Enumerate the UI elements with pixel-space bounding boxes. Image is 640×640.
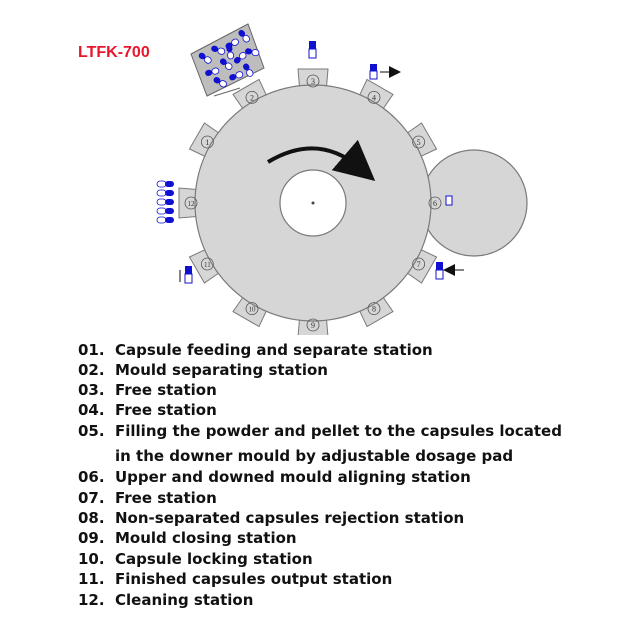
legend-text: Mould separating station xyxy=(115,361,328,379)
legend-number: 10. xyxy=(78,550,105,568)
capsule-icon xyxy=(198,52,212,64)
legend-text: Upper and downed mould aligning station xyxy=(115,468,471,486)
capsule-icon xyxy=(238,29,250,43)
legend-item: 11. Finished capsules output station xyxy=(78,570,392,588)
station-number: 2 xyxy=(250,93,254,102)
station-number: 12 xyxy=(188,200,196,208)
capsule-icon xyxy=(156,189,174,197)
station-number-circle xyxy=(306,74,320,88)
legend-item: in the downer mould by adjustable dosage… xyxy=(78,447,513,465)
capsule-icon xyxy=(226,45,235,60)
legend-number: 01. xyxy=(78,341,105,359)
station-number-circle xyxy=(245,90,259,104)
station-number: 4 xyxy=(372,93,376,102)
station-number-circle xyxy=(367,302,381,316)
rotation-arrow xyxy=(266,139,376,182)
legend-item: 06. Upper and downed mould aligning stati… xyxy=(78,468,471,486)
legend-item: 02. Mould separating station xyxy=(78,361,328,379)
legend-number: 08. xyxy=(78,509,105,527)
capsule-icon xyxy=(445,195,453,206)
station-number-circle xyxy=(412,257,426,271)
legend-number: 07. xyxy=(78,489,105,507)
output-capsules xyxy=(156,180,174,224)
legend-text: Cleaning station xyxy=(115,591,254,609)
legend-text: Free station xyxy=(115,401,217,419)
legend-item: 05. Filling the powder and pellet to the … xyxy=(78,422,562,440)
capsule-icon xyxy=(156,216,174,224)
station-number: 11 xyxy=(204,261,211,269)
legend-number: 06. xyxy=(78,468,105,486)
capsule-icon xyxy=(156,207,174,215)
legend-item: 07. Free station xyxy=(78,489,217,507)
legend-text: Mould closing station xyxy=(115,529,297,547)
legend-item: 12. Cleaning station xyxy=(78,591,253,609)
station-number: 8 xyxy=(372,305,376,314)
center-dot xyxy=(311,201,315,205)
capsule-icon xyxy=(219,58,233,70)
model-label: LTFK-700 xyxy=(78,44,150,61)
capsule-icon xyxy=(243,63,254,77)
station-number: 9 xyxy=(311,321,315,330)
station-number-circle xyxy=(245,302,259,316)
legend-number: 04. xyxy=(78,401,105,419)
station-number: 1 xyxy=(205,138,209,147)
station-number-circle xyxy=(184,196,198,210)
capsule-icon xyxy=(229,71,244,81)
station-number: 7 xyxy=(417,260,421,269)
capsule-icon xyxy=(156,180,174,188)
legend-text: Capsule feeding and separate station xyxy=(115,341,433,359)
legend-number: 09. xyxy=(78,529,105,547)
capsule-icon xyxy=(211,45,226,55)
legend-item: 01. Capsule feeding and separate station xyxy=(78,341,433,359)
legend-text: Filling the powder and pellet to the cap… xyxy=(115,422,562,440)
legend-number: 02. xyxy=(78,361,105,379)
legend-text: Finished capsules output station xyxy=(115,570,393,588)
legend-item: 03. Free station xyxy=(78,381,217,399)
legend-text: Non-separated capsules rejection station xyxy=(115,509,465,527)
capsule-icon xyxy=(156,198,174,206)
legend-item: 09. Mould closing station xyxy=(78,529,297,547)
legend-item: 04. Free station xyxy=(78,401,217,419)
legend-text: Capsule locking station xyxy=(115,550,313,568)
capsule-hopper xyxy=(190,23,265,97)
legend-item: 08. Non-separated capsules rejection stat… xyxy=(78,509,464,527)
capsule-icon xyxy=(308,41,317,59)
capsule-icon xyxy=(205,67,220,77)
capsule-icon xyxy=(435,262,444,280)
legend-number: 03. xyxy=(78,381,105,399)
station-number: 3 xyxy=(311,77,315,86)
station-number: 5 xyxy=(417,138,421,147)
hopper-capsules xyxy=(198,29,260,88)
station-number: 6 xyxy=(433,199,437,208)
hopper-chute xyxy=(213,87,241,97)
station-number-circle xyxy=(200,257,214,271)
capsule-icon xyxy=(245,48,260,57)
station-number-circle xyxy=(412,135,426,149)
legend-number: 05. xyxy=(78,422,105,440)
station-number-circle xyxy=(200,135,214,149)
legend-text: Free station xyxy=(115,381,217,399)
capsule-icon xyxy=(213,77,227,88)
legend-number: 12. xyxy=(78,591,105,609)
station-number-circle xyxy=(367,90,381,104)
station-number-circle xyxy=(428,196,442,210)
capsule-icon xyxy=(233,52,247,64)
capsule-icon xyxy=(369,64,378,80)
legend-item: 10. Capsule locking station xyxy=(78,550,313,568)
legend-text: in the downer mould by adjustable dosage… xyxy=(115,447,514,465)
legend-text: Free station xyxy=(115,489,217,507)
station-number-circle xyxy=(306,318,320,332)
station-number: 10 xyxy=(249,306,257,314)
lock-icon xyxy=(179,266,193,284)
legend-number: 11. xyxy=(78,570,105,588)
